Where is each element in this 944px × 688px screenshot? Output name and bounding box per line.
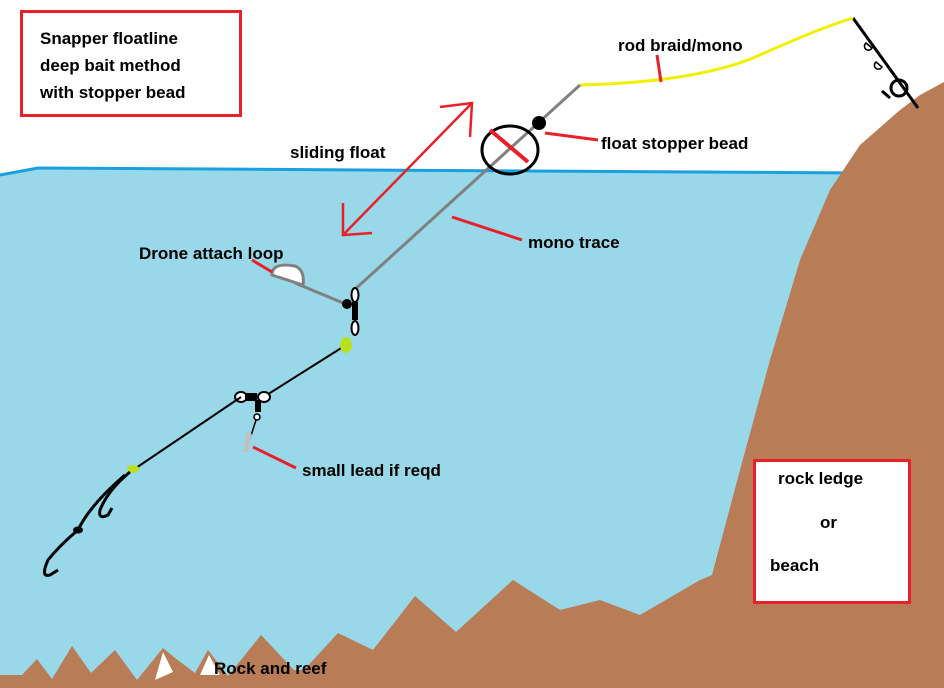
arrow-head-up	[439, 101, 474, 138]
float-cross	[488, 128, 530, 164]
pointer-drone-loop	[251, 258, 273, 274]
title-line-2: deep bait method	[40, 56, 181, 75]
shore-box: rock ledge or beach	[753, 459, 911, 604]
swivel	[350, 287, 360, 303]
water	[0, 168, 870, 688]
label-sliding-float: sliding float	[290, 143, 386, 162]
shore-label-rock-ledge: rock ledge	[778, 469, 864, 488]
drone-attach-loop	[270, 263, 305, 287]
label-float-stopper: float stopper bead	[601, 134, 749, 153]
swivel	[350, 320, 360, 336]
swivel	[352, 302, 358, 320]
rod-braid-line	[579, 16, 854, 87]
label-mono-trace: mono trace	[528, 233, 620, 252]
pointer-stopper	[544, 131, 599, 142]
title-line-3: with stopper bead	[40, 83, 186, 102]
label-rod-line: rod braid/mono	[618, 36, 743, 55]
pointer-mono-trace	[451, 215, 523, 242]
shore-label-beach: beach	[770, 556, 820, 575]
reel-icon	[889, 78, 909, 98]
stopper-bead	[532, 116, 546, 130]
reef-rock	[200, 655, 220, 675]
swivel	[342, 299, 352, 309]
pointer-lead	[252, 445, 297, 470]
swivel	[257, 391, 271, 403]
float-travel-arrow	[342, 102, 473, 236]
rod-guide	[863, 42, 873, 51]
fishing-rod	[851, 17, 920, 109]
hook-icon	[43, 473, 126, 577]
green-bead	[340, 337, 352, 353]
title-box: Snapper floatline deep bait method with …	[20, 10, 242, 117]
green-bead	[127, 465, 139, 473]
rod-guide	[873, 61, 883, 70]
swivel	[253, 413, 261, 421]
title-line-1: Snapper floatline	[40, 29, 178, 48]
shore-cliff	[0, 82, 944, 688]
hook-trace	[132, 396, 242, 471]
small-lead	[243, 432, 252, 452]
label-reef: Rock and reef	[214, 659, 327, 678]
reel-handle	[881, 89, 891, 100]
label-drone-loop: Drone attach loop	[139, 244, 284, 263]
drone-loop-line	[294, 281, 349, 307]
hook-bead	[73, 526, 83, 534]
swivel	[245, 393, 257, 401]
arrow-head-down	[341, 203, 373, 237]
swivel	[255, 400, 261, 412]
pointer-rod-line	[655, 54, 663, 83]
reef-rock	[155, 652, 173, 680]
trace-line	[261, 344, 347, 399]
label-small-lead: small lead if reqd	[302, 461, 441, 480]
water-surface-line	[0, 166, 866, 177]
shore-label-or: or	[820, 513, 837, 532]
sliding-float	[480, 124, 540, 176]
